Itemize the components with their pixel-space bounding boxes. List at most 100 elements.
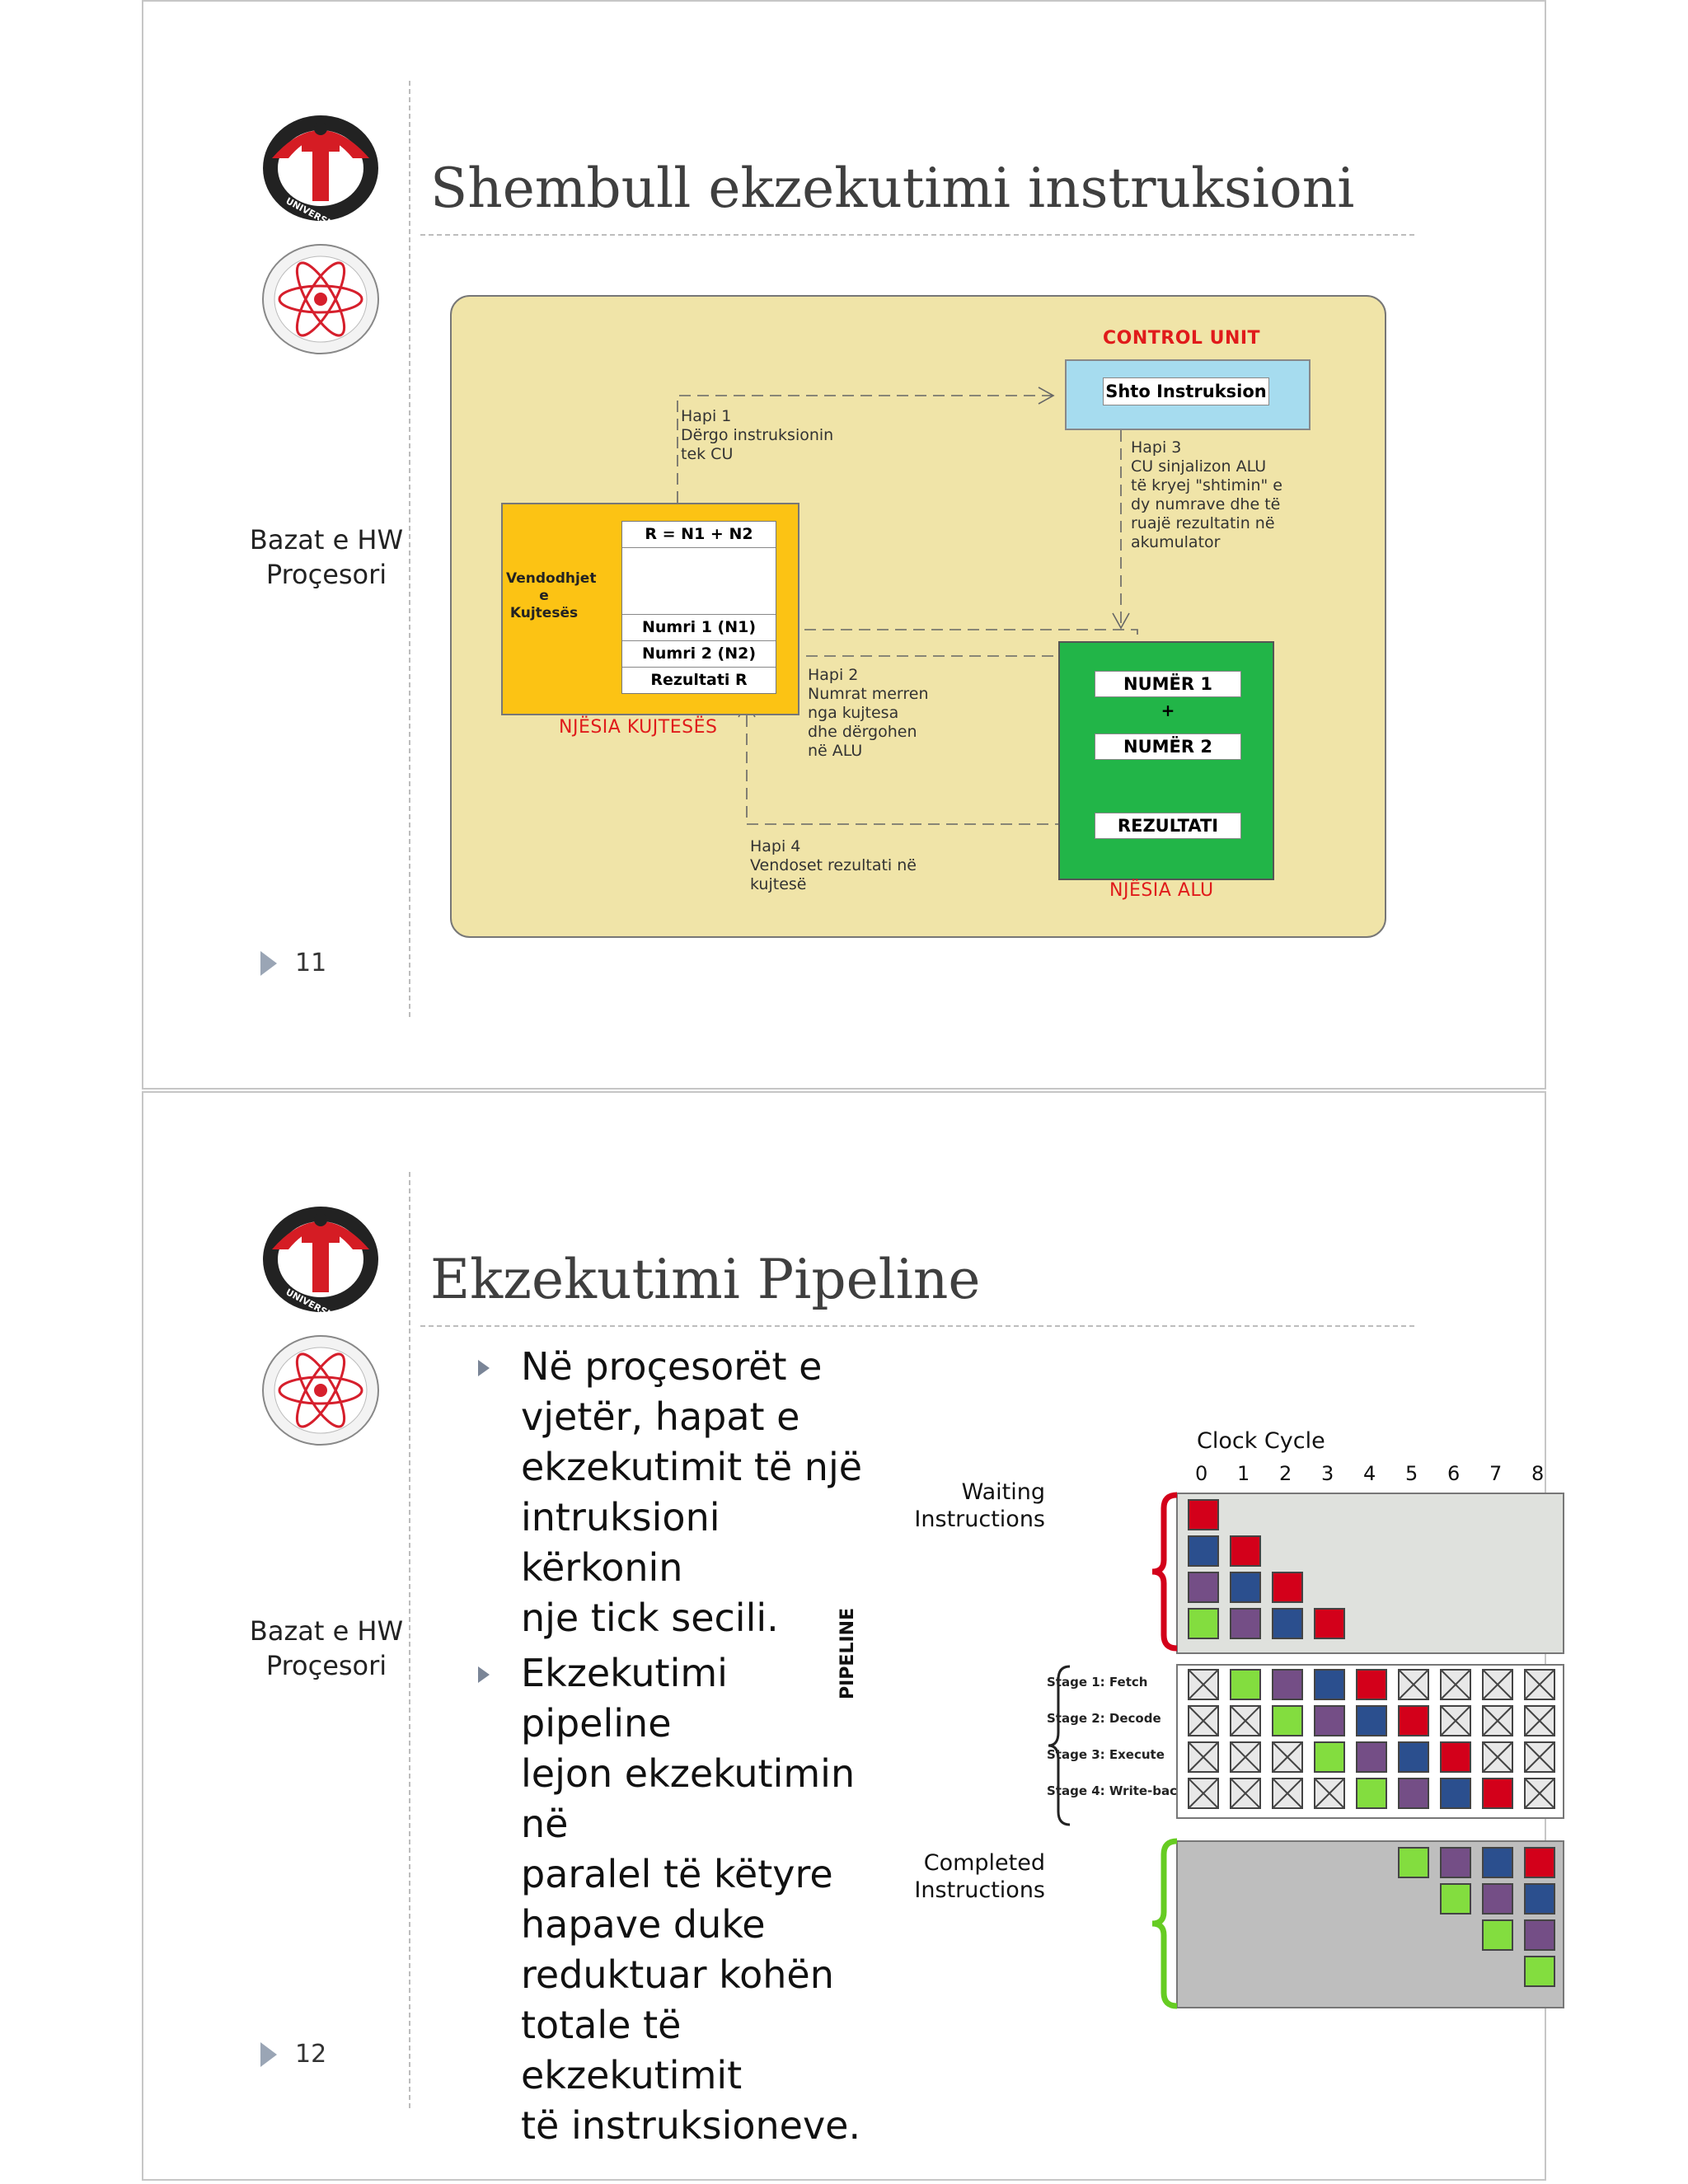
- step2-line: në ALU: [808, 742, 863, 760]
- cycle-number: 2: [1279, 1462, 1292, 1485]
- pipeline-instruction-cross: [1482, 1741, 1513, 1773]
- memory-cell-n2: Numri 2 (N2): [622, 640, 776, 667]
- step3-line: akumulator: [1131, 533, 1221, 551]
- bullet-item: Në proçesorët e vjetër, hapat e ekzekuti…: [478, 1342, 865, 1643]
- step4-line: kujtesë: [750, 875, 807, 893]
- memory-locations-line: Kujtesës: [509, 605, 579, 621]
- waiting-instruction: [1314, 1608, 1345, 1639]
- waiting-instruction: [1230, 1608, 1261, 1639]
- waiting-instruction: [1188, 1572, 1219, 1603]
- vertical-divider: [409, 81, 410, 1017]
- alu-plus: +: [1160, 701, 1175, 720]
- memory-cell-empty: [622, 547, 776, 614]
- bullet-line: intruksioni kërkonin: [521, 1495, 720, 1590]
- side-caption: Bazat e HW Proçesori: [236, 1614, 417, 1683]
- completed-instruction: [1482, 1847, 1513, 1878]
- bullet-line: ekzekutimit të një: [521, 1445, 863, 1489]
- add-instruction-box: Shto Instruksion: [1103, 377, 1269, 405]
- pipeline-instruction: [1356, 1741, 1387, 1773]
- side-caption-line: Bazat e HW: [249, 1615, 404, 1647]
- pipeline-instruction-cross: [1188, 1705, 1219, 1736]
- bullet-list: Në proçesorët e vjetër, hapat e ekzekuti…: [478, 1342, 865, 2156]
- pipeline-instruction-cross: [1188, 1741, 1219, 1773]
- bullet-line: Në proçesorët e: [521, 1344, 823, 1389]
- page-number-text: 11: [295, 949, 327, 977]
- slide-11: UNIVERSITETI I TIRANËS Shembull ekzekuti…: [142, 0, 1546, 1090]
- waiting-instruction: [1188, 1499, 1219, 1530]
- pipeline-instruction: [1398, 1741, 1429, 1773]
- memory-locations-line: e: [539, 588, 549, 604]
- completed-label: Completed Instructions: [839, 1849, 1045, 1904]
- pipeline-instruction: [1356, 1705, 1387, 1736]
- bullet-line: reduktuar kohën: [521, 1952, 834, 1997]
- title-divider: [420, 1325, 1414, 1327]
- pipeline-instruction: [1314, 1741, 1345, 1773]
- cycle-number: 6: [1447, 1462, 1461, 1485]
- bullet-line: të instruksioneve.: [521, 2103, 861, 2148]
- waiting-instruction: [1230, 1572, 1261, 1603]
- page-title: Shembull ekzekutimi instruksioni: [430, 157, 1355, 220]
- completed-instruction: [1524, 1883, 1555, 1915]
- faculty-atom-logo: [262, 1335, 379, 1446]
- memory-unit-label: NJËSIA KUJTESËS: [559, 717, 718, 738]
- completed-label-line: Instructions: [914, 1877, 1045, 1903]
- completed-instruction: [1524, 1956, 1555, 1987]
- waiting-brace: [1151, 1492, 1178, 1652]
- memory-cell-n1: Numri 1 (N1): [622, 614, 776, 640]
- step2-line: dhe dërgohen: [808, 723, 917, 741]
- cycle-number: 5: [1405, 1462, 1418, 1485]
- cycle-number: 1: [1237, 1462, 1250, 1485]
- vertical-divider: [409, 1172, 410, 2108]
- pipeline-instruction-cross: [1188, 1669, 1219, 1700]
- waiting-instruction: [1188, 1608, 1219, 1639]
- bullet-line: nje tick secili.: [521, 1596, 779, 1640]
- side-caption: Bazat e HW Proçesori: [236, 523, 417, 592]
- bullet-line: hapave duke: [521, 1902, 766, 1947]
- completed-label-line: Completed: [923, 1850, 1045, 1876]
- memory-cell-instruction: R = N1 + N2: [645, 525, 753, 543]
- step4-line: Hapi 4: [750, 837, 801, 855]
- waiting-label-line: Instructions: [914, 1507, 1045, 1532]
- pipeline-grid: [1048, 1492, 1564, 2009]
- pipeline-instruction: [1314, 1669, 1345, 1700]
- pipeline-instruction-cross: [1230, 1741, 1261, 1773]
- pipeline-instruction: [1272, 1705, 1303, 1736]
- pipeline-instruction-cross: [1482, 1705, 1513, 1736]
- alu-number1: NUMËR 1: [1095, 671, 1241, 697]
- pipeline-instruction-cross: [1440, 1669, 1471, 1700]
- waiting-instruction: [1272, 1608, 1303, 1639]
- pipeline-instruction-cross: [1188, 1778, 1219, 1809]
- pipeline-instruction: [1356, 1778, 1387, 1809]
- memory-locations-line: Vendodhjet: [506, 570, 597, 587]
- pipeline-instruction-cross: [1272, 1778, 1303, 1809]
- page-marker-icon: [260, 950, 277, 976]
- step2-line: nga kujtesa: [808, 704, 899, 722]
- cycle-number: 3: [1321, 1462, 1334, 1485]
- side-caption-line: Proçesori: [265, 1650, 387, 1681]
- pipeline-instruction-cross: [1230, 1705, 1261, 1736]
- page-number: 12: [260, 2039, 326, 2069]
- control-unit-box: Shto Instruksion: [1065, 359, 1311, 430]
- slide-12: UNIVERSITETI I TIRANËS Ekzekutimi Pipeli…: [142, 1091, 1564, 2181]
- title-divider: [420, 234, 1414, 236]
- step3-line: ruajë rezultatin në: [1131, 514, 1275, 532]
- pipeline-instruction: [1440, 1741, 1471, 1773]
- university-of-tirana-logo: UNIVERSITETI I TIRANËS: [263, 115, 381, 223]
- cycle-number: 7: [1489, 1462, 1503, 1485]
- completed-brace: [1151, 1838, 1178, 2009]
- memory-locations-label: Vendodhjet e Kujtesës: [506, 570, 597, 622]
- bullet-arrow-icon: [478, 1666, 490, 1683]
- pipeline-instruction: [1272, 1669, 1303, 1700]
- cycle-number: 8: [1531, 1462, 1545, 1485]
- pipeline-instruction-cross: [1482, 1669, 1513, 1700]
- alu-unit-label: NJËSIA ALU: [1109, 880, 1214, 901]
- completed-instruction: [1440, 1847, 1471, 1878]
- step3-line: të kryej "shtimin" e: [1131, 476, 1282, 494]
- completed-instruction: [1482, 1919, 1513, 1951]
- step4-text: Hapi 4 Vendoset rezultati në kujtesë: [750, 837, 917, 894]
- stage-label: Stage 4: Write-back: [1047, 1783, 1186, 1798]
- waiting-instruction: [1272, 1572, 1303, 1603]
- completed-instruction: [1482, 1883, 1513, 1915]
- pipeline-instruction-cross: [1524, 1705, 1555, 1736]
- step2-text: Hapi 2 Numrat merren nga kujtesa dhe dër…: [808, 666, 929, 761]
